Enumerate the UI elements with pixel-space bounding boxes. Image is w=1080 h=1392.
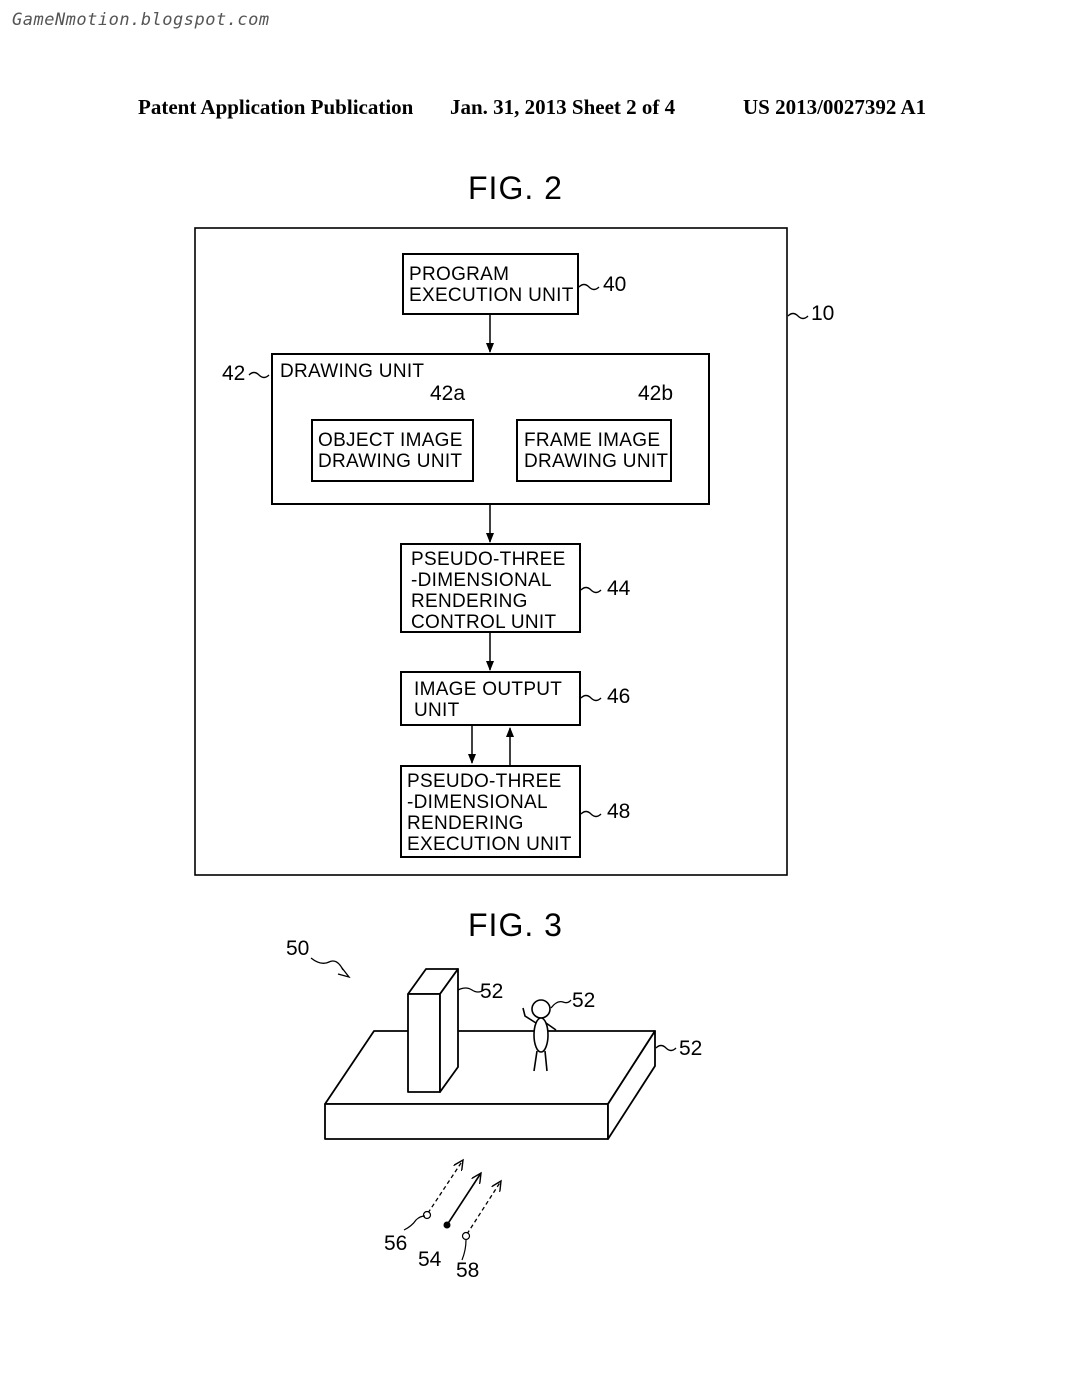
pillar-object [407,968,459,1093]
view-direction-58 [466,1181,501,1235]
frame-image-drawing-unit-label: FRAME IMAGE DRAWING UNIT [524,430,669,472]
view-direction-54 [446,1173,481,1226]
ref-44: 44 [607,577,631,600]
rendering-control-unit-box: PSEUDO-THREE -DIMENSIONAL RENDERING CONT… [400,543,581,633]
ref-42: 42 [222,362,246,385]
ref-52-character: 52 [572,989,596,1012]
header-publication: Patent Application Publication [138,95,414,119]
platform-slab [324,1030,656,1140]
viewpoint-54 [443,1221,451,1229]
leader-52-character [550,999,572,1009]
leader-52-pillar [457,987,485,993]
drawing-unit-label: DRAWING UNIT [280,361,425,382]
ref-40: 40 [603,273,627,296]
fig2-title: FIG. 2 [468,170,563,206]
ref-52-platform: 52 [679,1037,703,1060]
header-date-sheet: Jan. 31, 2013 Sheet 2 of 4 [450,95,676,119]
header-patent-number: US 2013/0027392 A1 [743,95,927,119]
viewpoint-58 [461,1231,471,1241]
viewpoint-56 [422,1210,432,1220]
leader-48 [580,810,602,818]
ref-58: 58 [456,1259,480,1282]
program-execution-unit-box: PROGRAM EXECUTION UNIT [402,253,579,315]
leader-42 [248,371,270,379]
outer-frame-10 [194,227,788,876]
ref-50: 50 [286,937,310,960]
leader-50 [310,957,344,971]
ref-42a: 42a [430,382,466,405]
leader-40 [578,283,600,291]
fig3-title: FIG. 3 [468,907,563,943]
ref-48: 48 [607,800,631,823]
leader-52-platform [655,1044,677,1052]
leader-44 [580,586,602,594]
rendering-execution-unit-box: PSEUDO-THREE -DIMENSIONAL RENDERING EXEC… [400,765,581,858]
image-output-unit-label: IMAGE OUTPUT UNIT [414,679,563,721]
leader-10 [787,312,809,320]
ref-54: 54 [418,1248,442,1271]
ref-46: 46 [607,685,631,708]
rendering-control-unit-label: PSEUDO-THREE -DIMENSIONAL RENDERING CONT… [411,549,566,633]
frame-image-drawing-unit-box: FRAME IMAGE DRAWING UNIT [516,419,672,482]
object-image-drawing-unit-box: OBJECT IMAGE DRAWING UNIT [311,419,474,482]
view-direction-56 [427,1160,463,1214]
rendering-execution-unit-label: PSEUDO-THREE -DIMENSIONAL RENDERING EXEC… [407,771,572,855]
object-image-drawing-unit-label: OBJECT IMAGE DRAWING UNIT [318,430,463,472]
character-object [522,999,557,1072]
leader-58 [461,1239,467,1261]
program-execution-unit-label: PROGRAM EXECUTION UNIT [409,264,574,306]
ref-56: 56 [384,1232,408,1255]
leader-46 [580,694,602,702]
ref-52-pillar: 52 [480,980,504,1003]
image-output-unit-box: IMAGE OUTPUT UNIT [400,671,581,726]
ref-10: 10 [811,302,835,325]
watermark: GameNmotion.blogspot.com [12,10,270,30]
ref-42b: 42b [638,382,674,405]
leader-56 [403,1215,426,1231]
